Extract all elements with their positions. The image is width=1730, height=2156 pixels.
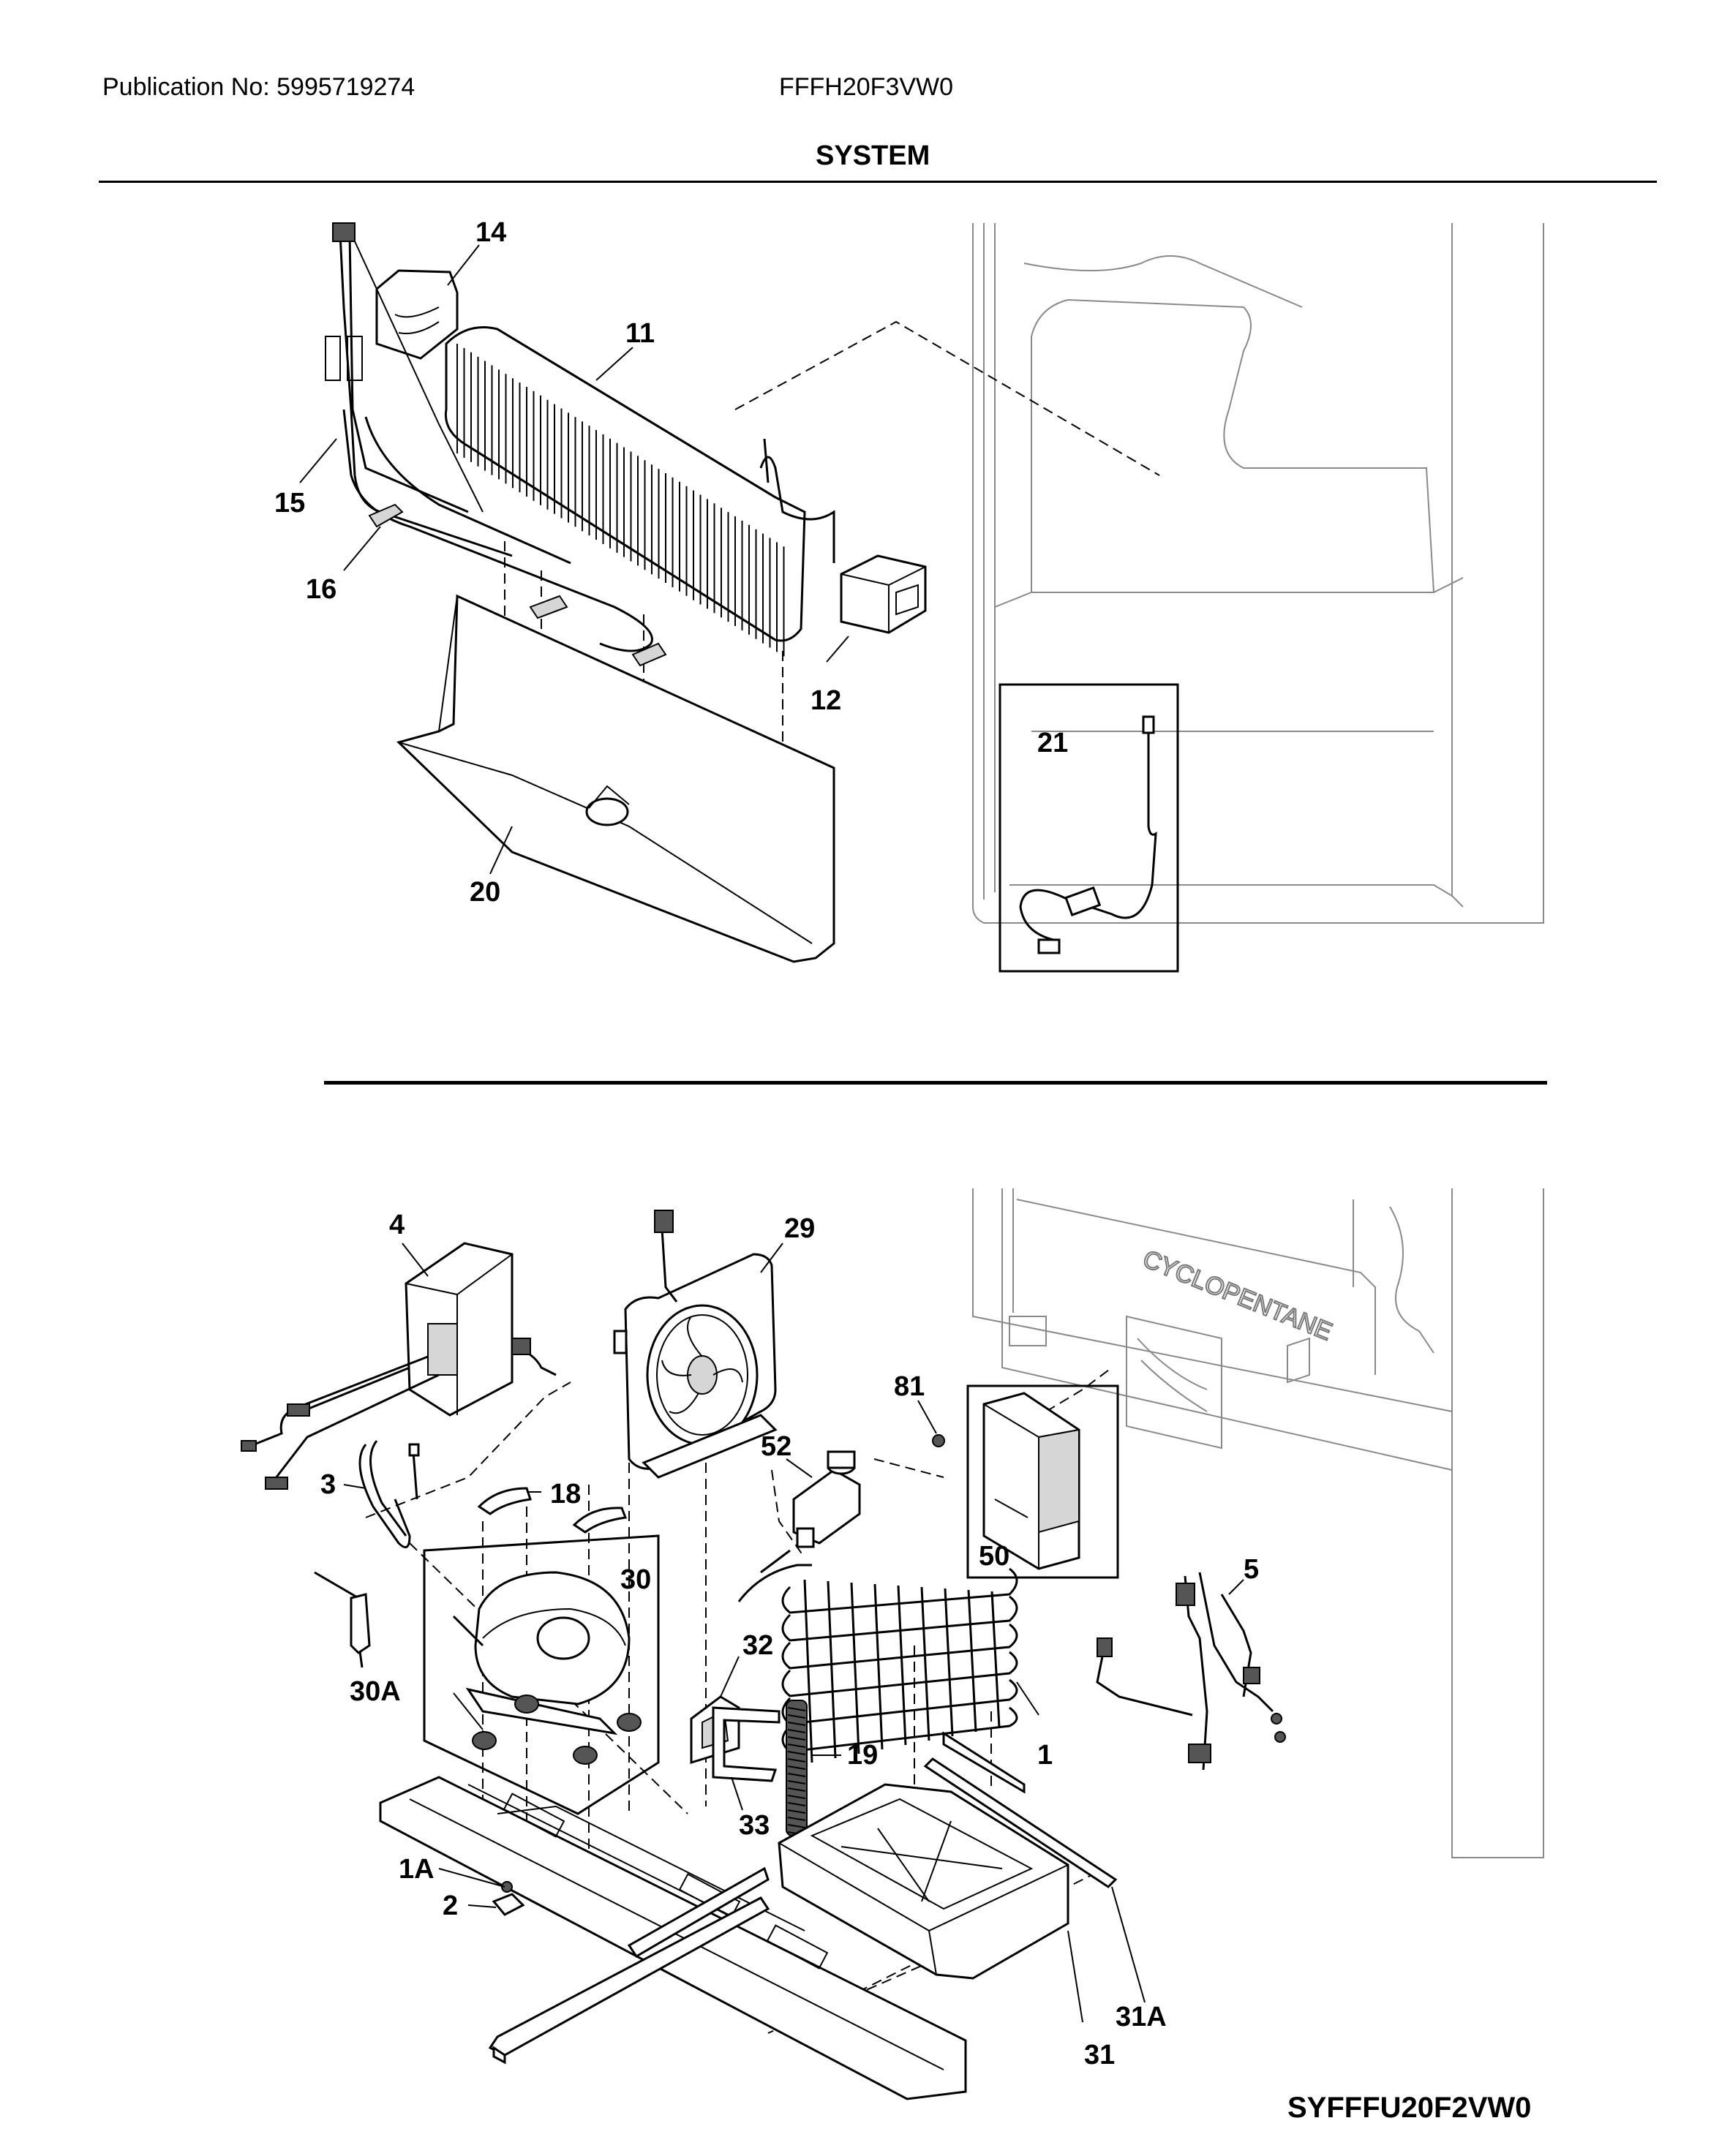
part-14-defrost-connector: [332, 222, 513, 557]
part-20-evaporator-cover: [396, 594, 835, 963]
callout-29: 29: [784, 1213, 815, 1244]
publication-number: Publication No: 5995719274: [102, 73, 415, 101]
callout-1: 1: [1037, 1740, 1053, 1771]
header-rule: [99, 181, 1657, 183]
part-18-grommets: [477, 1487, 628, 1534]
part-3-tube: [358, 1440, 420, 1549]
part-19-drain-tube: [786, 1700, 808, 1836]
section-divider: [324, 1081, 1547, 1085]
callout-11: 11: [625, 318, 655, 349]
part-33-bracket: [712, 1706, 781, 1782]
base-frame: [379, 1776, 967, 2100]
callout-31A: 31A: [1116, 2002, 1167, 2032]
part-16-clips: [368, 503, 667, 667]
part-31A-strip: [923, 1757, 1118, 1888]
callout-50: 50: [979, 1541, 1009, 1572]
callout-32: 32: [742, 1630, 773, 1661]
callout-2: 2: [443, 1891, 458, 1921]
part-21-sensor-inset: [998, 683, 1179, 973]
part-11-evaporator: [444, 326, 835, 657]
part-1A-screw: [501, 1881, 513, 1893]
callout-19: 19: [847, 1740, 878, 1771]
part-15-tubing: [325, 336, 653, 652]
callout-12: 12: [811, 685, 841, 716]
part-29-condenser-fan: [613, 1210, 778, 1479]
part-50-board-inset: [966, 1384, 1119, 1579]
part-12-terminal-block: [840, 554, 927, 634]
callout-18: 18: [550, 1479, 581, 1509]
callout-30: 30: [620, 1564, 651, 1595]
diagram-code: SYFFFU20F2VW0: [1287, 2092, 1532, 2124]
part-1-condenser: [737, 1549, 1026, 1794]
model-number: FFFH20F3VW0: [779, 73, 954, 101]
freezer-cabinet-upper: [972, 223, 1544, 924]
callout-20: 20: [470, 877, 500, 908]
leader-lines: [299, 244, 1244, 2023]
callout-3: 3: [320, 1469, 336, 1500]
callout-15: 15: [274, 488, 305, 519]
callout-21: 21: [1037, 728, 1068, 758]
part-4-control-housing: [241, 1242, 557, 1490]
callout-31: 31: [1084, 2040, 1115, 2070]
callout-33: 33: [739, 1810, 770, 1841]
callout-52: 52: [761, 1431, 791, 1462]
part-52-valve: [792, 1450, 861, 1548]
callout-30A: 30A: [350, 1676, 401, 1707]
part-81-screw: [932, 1434, 945, 1447]
filter-drier: [314, 1571, 371, 1668]
part-2-clip: [492, 1893, 525, 1916]
part-30-compressor-inset: [423, 1534, 660, 1815]
callout-16: 16: [306, 574, 336, 605]
cyclopentane-stencil: CYCLOPENTANE: [1139, 1245, 1336, 1346]
callout-labels: 14 11 15 16 12 20 21 4 29 81 52 3 18 30 …: [274, 217, 1259, 2070]
part-31-drain-pan: [778, 1783, 1069, 1980]
callout-1A: 1A: [399, 1854, 435, 1885]
callout-14: 14: [475, 217, 506, 248]
callout-4: 4: [389, 1210, 405, 1240]
section-title: SYSTEM: [816, 140, 930, 171]
callout-81: 81: [894, 1371, 925, 1402]
part-5-harness: [1096, 1572, 1286, 1771]
callout-5: 5: [1244, 1554, 1259, 1585]
